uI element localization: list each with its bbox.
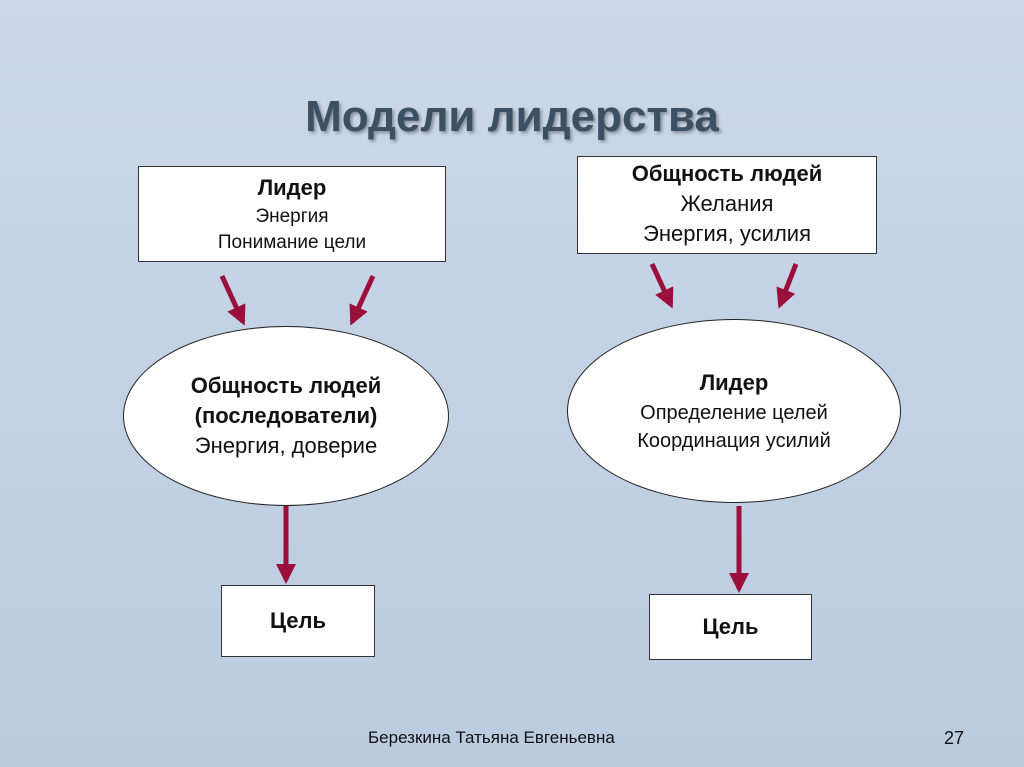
arrow-right-box-to-ellipse-a (649, 262, 674, 309)
right-community-box: Общность людей Желания Энергия, усилия (577, 156, 877, 254)
left-leader-line2: Понимание цели (217, 232, 367, 253)
left-community-line2: (последователи) (194, 403, 378, 428)
left-community-line1: Общность людей (190, 373, 382, 398)
left-goal-box: Цель (221, 585, 375, 657)
right-leader-heading: Лидер (699, 369, 769, 395)
left-leader-line1: Энергия (255, 206, 329, 227)
right-leader-line1: Определение целей (640, 401, 828, 424)
left-goal-label: Цель (269, 608, 327, 633)
left-leader-box: Лидер Энергия Понимание цели (138, 166, 446, 262)
right-leader-ellipse: Лидер Определение целей Координация усил… (567, 319, 901, 503)
footer-author: Березкина Татьяна Евгеньевна (368, 728, 615, 747)
arrow-right-box-to-ellipse-b (776, 263, 799, 309)
arrow-left-box-to-ellipse-a (219, 274, 246, 326)
right-community-line1: Желания (680, 191, 774, 216)
left-community-ellipse: Общность людей (последователи) Энергия, … (123, 326, 449, 506)
right-community-heading: Общность людей (631, 161, 823, 186)
slide-title: Модели лидерства (305, 92, 719, 141)
page-number: 27 (944, 728, 965, 748)
left-leader-heading: Лидер (257, 175, 327, 200)
right-goal-box: Цель (649, 594, 812, 660)
right-leader-line2: Координация усилий (637, 429, 831, 452)
right-community-line2: Энергия, усилия (643, 221, 811, 246)
arrow-left-box-to-ellipse-b (349, 274, 376, 326)
right-goal-label: Цель (702, 614, 759, 639)
left-community-line3: Энергия, доверие (194, 433, 378, 458)
